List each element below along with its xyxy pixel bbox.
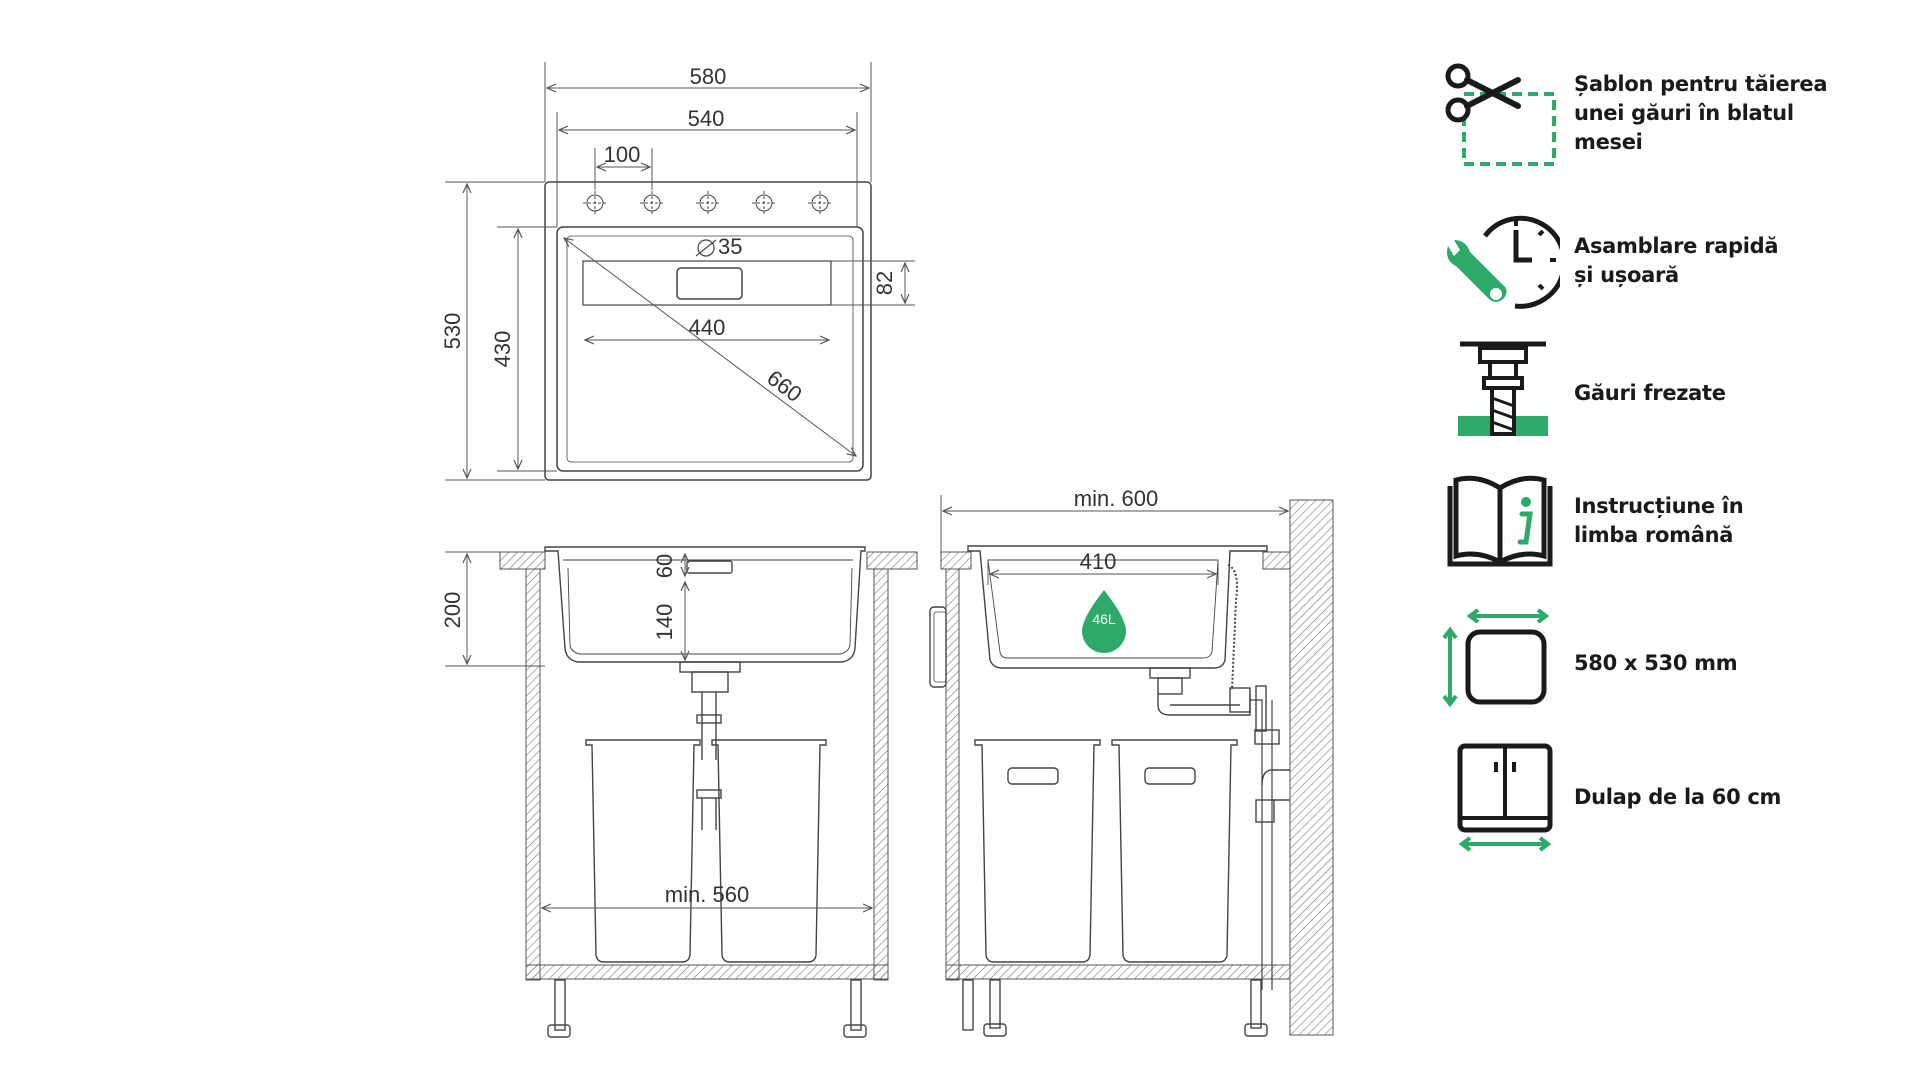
feature-label: 580 x 530 mm (1574, 650, 1738, 675)
feature-cabinet: Dulap de la 60 cm (1440, 742, 1900, 852)
feature-label: Găuri frezate (1574, 380, 1726, 405)
front-view: 200 60 140 min. 560 (440, 546, 918, 1038)
side-view: 46L min. 600 410 (929, 486, 1334, 1037)
feature-label: Asamblare rapidă și ușoară (1574, 234, 1779, 287)
dim-width-inner: 540 (688, 106, 725, 131)
feature-label: Șablon pentru tăierea unei găuri în blat… (1574, 71, 1828, 154)
scissors-template-icon (1445, 63, 1556, 166)
dim-cabinet-min-side: min. 600 (1074, 486, 1158, 511)
book-info-icon (1447, 475, 1553, 567)
technical-drawing: 580 540 100 35 82 440 660 530 430 (440, 62, 1334, 1038)
dim-width-outer: 580 (690, 64, 727, 89)
dim-bowl-side-width: 410 (1080, 549, 1117, 574)
feature-quick-assembly: Asamblare rapidă și ușoară (1440, 206, 1900, 316)
clock-wrench-icon (1447, 215, 1560, 309)
dim-diagonal: 660 (762, 365, 806, 407)
dim-overflow-height: 82 (872, 271, 897, 295)
dim-sink-height: 200 (440, 592, 465, 629)
tap-holes (583, 191, 832, 215)
dim-hole-spacing: 100 (604, 142, 641, 167)
top-view-dimensions (445, 62, 915, 481)
dim-cabinet-min-front: min. 560 (665, 882, 749, 907)
cabinet-icon (1457, 743, 1553, 852)
dim-drain-diameter: 35 (718, 234, 742, 259)
dim-depth-outer: 530 (440, 313, 465, 350)
dim-rim-depth: 60 (652, 554, 677, 578)
dim-bowl-depth: 140 (652, 604, 677, 641)
drill-icon (1458, 341, 1548, 436)
feature-size: 580 x 530 mm (1440, 608, 1900, 718)
feature-label: Dulap de la 60 cm (1574, 784, 1782, 809)
feature-milled-holes: Găuri frezate (1440, 338, 1900, 448)
volume-label: 46L (1092, 611, 1116, 627)
dim-depth-inner: 430 (490, 331, 515, 368)
dim-bowl-width: 440 (689, 315, 726, 340)
feature-label: Instrucțiune în limba română (1574, 494, 1744, 547)
size-arrows-icon (1442, 608, 1550, 708)
feature-instructions: Instrucțiune în limba română (1440, 466, 1900, 576)
feature-cutting-template: Șablon pentru tăierea unei găuri în blat… (1440, 58, 1900, 168)
water-drop-icon (1082, 590, 1126, 653)
